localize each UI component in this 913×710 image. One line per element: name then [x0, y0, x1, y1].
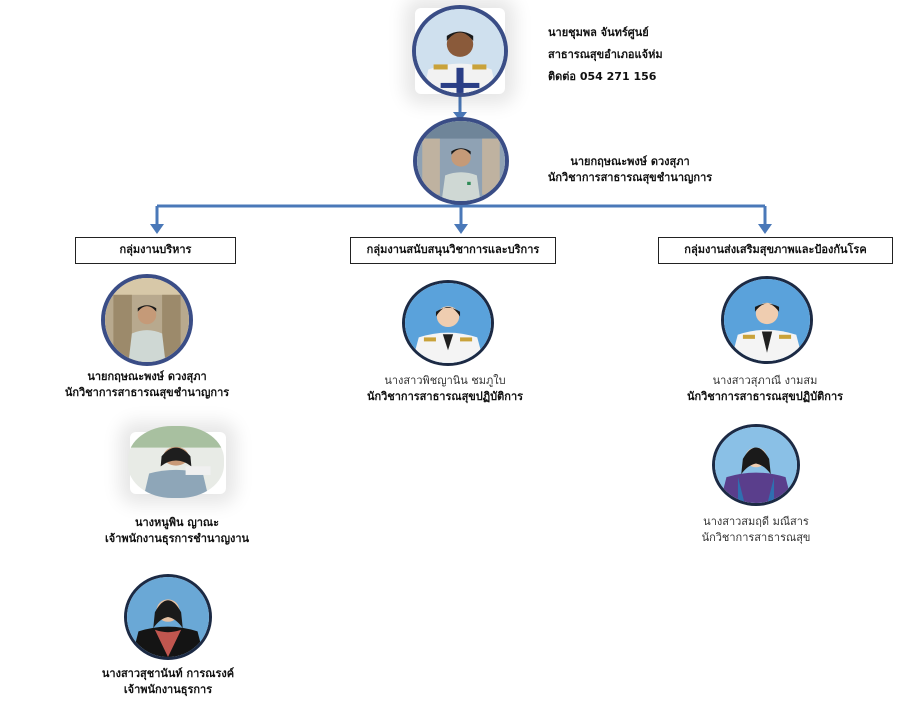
support-member-1-position: นักวิชาการสาธารณสุขปฏิบัติการ: [366, 390, 524, 403]
admin-member-2-caption: นางหนูพิน ญาณะ เจ้าพนักงานธุรการชำนาญงาน: [77, 515, 277, 547]
admin-member-2-photo portrait-icon: [128, 426, 224, 498]
admin-member-3-photo portrait-icon: [124, 574, 212, 660]
group-health-promotion-box: กลุ่มงานส่งเสริมสุขภาพและป้องกันโรค: [658, 237, 893, 264]
admin-member-1-caption: นายกฤษณะพงษ์ ดวงสุภา นักวิชาการสาธารณสุข…: [47, 369, 247, 401]
admin-member-3-position: เจ้าพนักงานธุรการ: [123, 683, 213, 696]
deputy-caption: นายกฤษณะพงษ์ ดวงสุภา นักวิชาการสาธารณสุข…: [530, 154, 730, 186]
health-member-2-caption: นางสาวสมฤดี มณีสาร นักวิชาการสาธารณสุข: [656, 514, 856, 546]
director-contact: ติดต่อ 054 271 156: [548, 70, 657, 83]
support-member-1-caption: นางสาวพิชญานิน ชมภูใบ นักวิชาการสาธารณสุ…: [345, 373, 545, 405]
support-member-1-name: นางสาวพิชญานิน ชมภูใบ: [384, 374, 506, 387]
health-member-2-name: นางสาวสมฤดี มณีสาร: [703, 515, 809, 528]
admin-member-3-name: นางสาวสุชานันท์ การณรงค์: [101, 667, 235, 680]
health-member-1-caption: นางสาวสุภาณี งามสม นักวิชาการสาธารณสุขปฏ…: [665, 373, 865, 405]
support-member-1-photo portrait-icon: [402, 280, 494, 366]
admin-member-3-caption: นางสาวสุชานันท์ การณรงค์ เจ้าพนักงานธุรก…: [68, 666, 268, 698]
group-support-box: กลุ่มงานสนับสนุนวิชาการและบริการ: [350, 237, 556, 264]
health-member-1-position: นักวิชาการสาธารณสุขปฏิบัติการ: [686, 390, 844, 403]
admin-member-2-position: เจ้าพนักงานธุรการชำนาญงาน: [104, 532, 250, 545]
admin-member-1-name: นายกฤษณะพงษ์ ดวงสุภา: [87, 370, 207, 383]
admin-member-2-name: นางหนูพิน ญาณะ: [134, 516, 220, 529]
health-member-1-name: นางสาวสุภาณี งามสม: [712, 374, 818, 387]
deputy-photo portrait-icon: [413, 117, 509, 205]
director-info: นายชุมพล จันทร์ศูนย์ สาธารณสุขอำเภอแจ้ห่…: [548, 22, 663, 88]
admin-member-1-photo portrait-icon: [101, 274, 193, 366]
director-photo portrait-icon: [412, 5, 508, 97]
deputy-position: นักวิชาการสาธารณสุขชำนาญการ: [547, 171, 713, 184]
director-name: นายชุมพล จันทร์ศูนย์: [548, 26, 649, 39]
health-member-1-photo portrait-icon: [721, 276, 813, 364]
deputy-name: นายกฤษณะพงษ์ ดวงสุภา: [570, 155, 690, 168]
group-admin-box: กลุ่มงานบริหาร: [75, 237, 236, 264]
health-member-2-position: นักวิชาการสาธารณสุข: [701, 531, 811, 544]
arrow-down-icon: [150, 112, 772, 234]
admin-member-1-position: นักวิชาการสาธารณสุขชำนาญการ: [64, 386, 230, 399]
director-position: สาธารณสุขอำเภอแจ้ห่ม: [548, 48, 663, 61]
health-member-2-photo portrait-icon: [712, 424, 800, 506]
